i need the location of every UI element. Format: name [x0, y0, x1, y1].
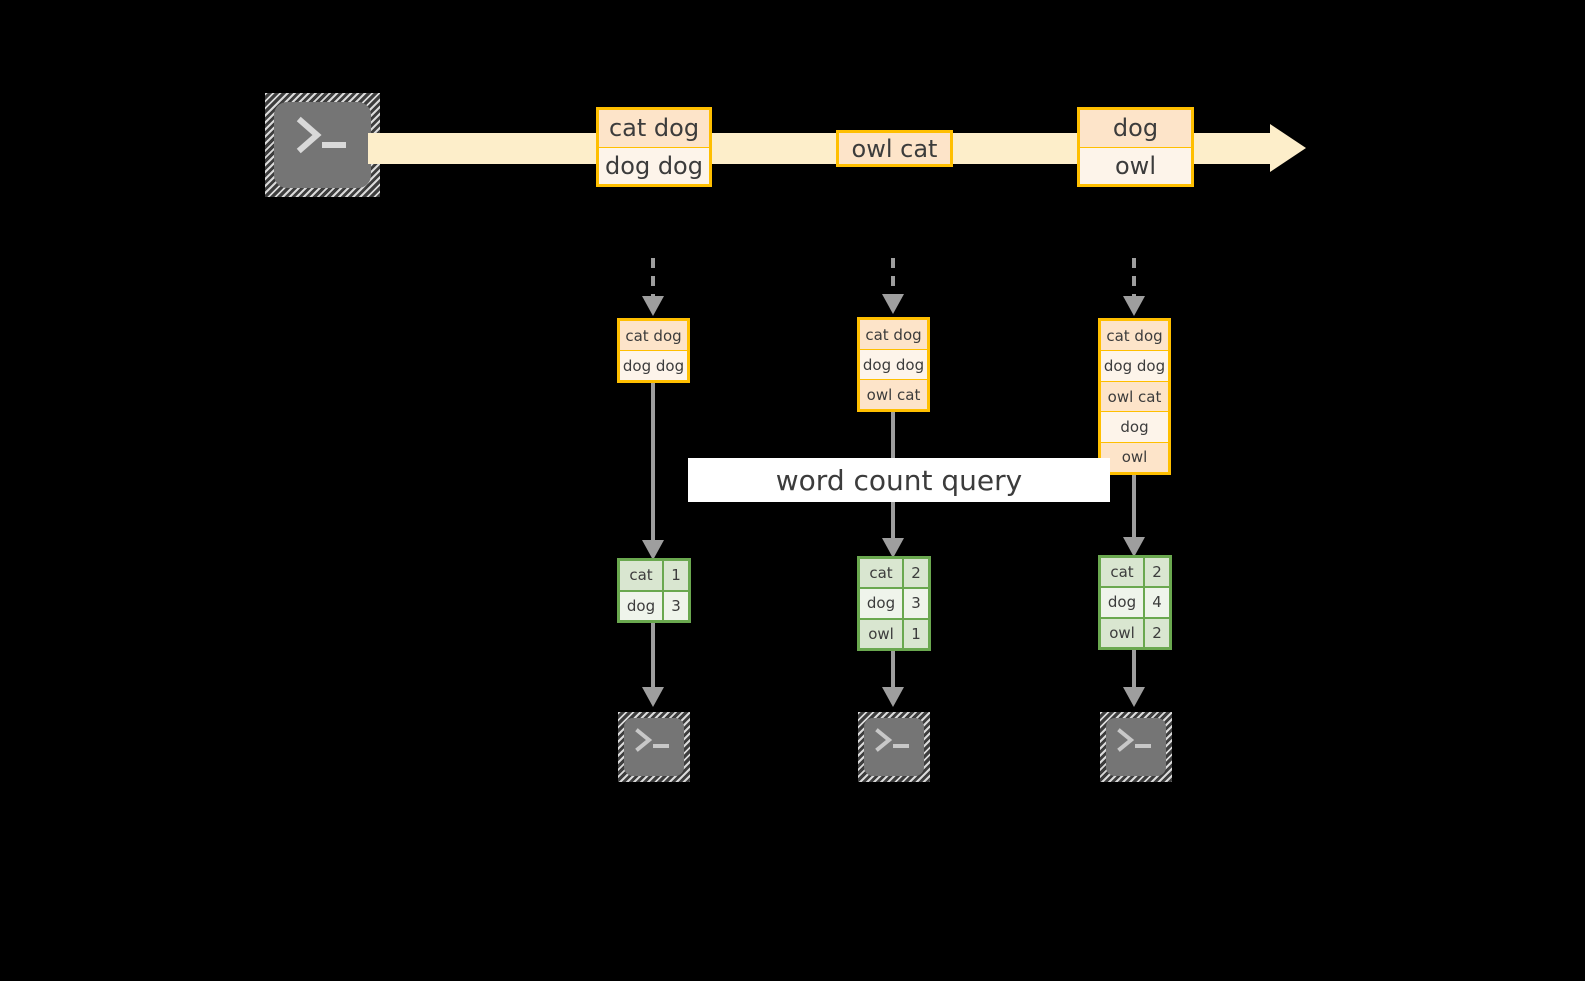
result-row: owl 1: [860, 619, 928, 648]
input-table-3: cat dog dog dog owl cat dog owl: [1098, 318, 1171, 475]
stream-arrowhead-icon: [1270, 124, 1306, 172]
trigger-arrowhead-icon-2: [882, 294, 904, 314]
result-table-1: cat 1 dog 3: [617, 558, 691, 623]
input-row: owl: [1101, 442, 1168, 472]
input-row: cat dog: [860, 320, 927, 350]
terminal-prompt-glyph: [296, 116, 346, 154]
result-count: 4: [1145, 588, 1169, 617]
input-row: owl cat: [1101, 381, 1168, 413]
sink-arrowhead-icon-2: [882, 687, 904, 707]
query-connector-3: [1132, 475, 1136, 543]
terminal-prompt-glyph: [875, 728, 909, 752]
stream-records-group-2: owl cat: [836, 130, 953, 167]
result-row: cat 1: [620, 561, 688, 592]
result-word: owl: [860, 619, 904, 648]
sink-terminal-icon-3: [1100, 712, 1172, 782]
query-connector-1: [651, 383, 655, 545]
terminal-prompt-glyph: [1117, 728, 1151, 752]
result-count: 2: [904, 559, 928, 588]
result-row: dog 3: [860, 589, 928, 620]
input-row: cat dog: [1101, 321, 1168, 352]
sink-connector-2: [891, 651, 895, 691]
trigger-connector-3: [1132, 258, 1136, 304]
result-word: dog: [860, 589, 904, 618]
sink-terminal-icon-2: [858, 712, 930, 782]
sink-arrowhead-icon-1: [642, 687, 664, 707]
query-arrowhead-icon-3: [1123, 537, 1145, 557]
query-label-text: word count query: [775, 463, 1023, 497]
result-count: 1: [904, 619, 928, 648]
sink-terminal-icon-1: [618, 712, 690, 782]
input-row: cat dog: [620, 321, 687, 351]
trigger-connector-2: [891, 258, 895, 302]
result-word: cat: [620, 561, 664, 590]
terminal-prompt-glyph: [635, 728, 669, 752]
query-label: word count query: [688, 458, 1110, 502]
input-row: dog: [1101, 412, 1168, 443]
result-word: owl: [1101, 618, 1145, 647]
input-table-2: cat dog dog dog owl cat: [857, 317, 930, 412]
query-arrowhead-icon-1: [642, 540, 664, 560]
result-count: 2: [1145, 618, 1169, 647]
result-word: dog: [1101, 588, 1145, 617]
input-row: owl cat: [860, 380, 927, 409]
result-count: 2: [1145, 558, 1169, 587]
result-count: 1: [664, 561, 688, 590]
result-row: dog 4: [1101, 588, 1169, 619]
stream-record: dog: [1080, 110, 1191, 148]
sink-connector-1: [651, 623, 655, 691]
input-row: dog dog: [860, 350, 927, 380]
input-row: dog dog: [1101, 351, 1168, 382]
stream-record: owl cat: [839, 133, 950, 164]
result-row: owl 2: [1101, 618, 1169, 647]
stream-records-group-3: dog owl: [1077, 107, 1194, 187]
stream-record: owl: [1080, 147, 1191, 184]
query-arrowhead-icon-2: [882, 538, 904, 558]
sink-connector-3: [1132, 650, 1136, 691]
source-terminal-icon: [265, 93, 380, 197]
trigger-arrowhead-icon-1: [642, 296, 664, 316]
input-table-1: cat dog dog dog: [617, 318, 690, 383]
result-row: cat 2: [1101, 558, 1169, 589]
stream-record: cat dog: [599, 110, 709, 148]
trigger-arrowhead-icon-3: [1123, 296, 1145, 316]
sink-arrowhead-icon-3: [1123, 687, 1145, 707]
input-row: dog dog: [620, 351, 687, 380]
result-table-3: cat 2 dog 4 owl 2: [1098, 555, 1172, 650]
trigger-connector-1: [651, 258, 655, 304]
stream-record: dog dog: [599, 147, 709, 184]
result-count: 3: [904, 589, 928, 618]
result-count: 3: [664, 591, 688, 620]
stream-records-group-1: cat dog dog dog: [596, 107, 712, 187]
result-word: cat: [860, 559, 904, 588]
result-word: cat: [1101, 558, 1145, 587]
result-row: dog 3: [620, 591, 688, 620]
result-table-2: cat 2 dog 3 owl 1: [857, 556, 931, 651]
result-word: dog: [620, 591, 664, 620]
result-row: cat 2: [860, 559, 928, 590]
